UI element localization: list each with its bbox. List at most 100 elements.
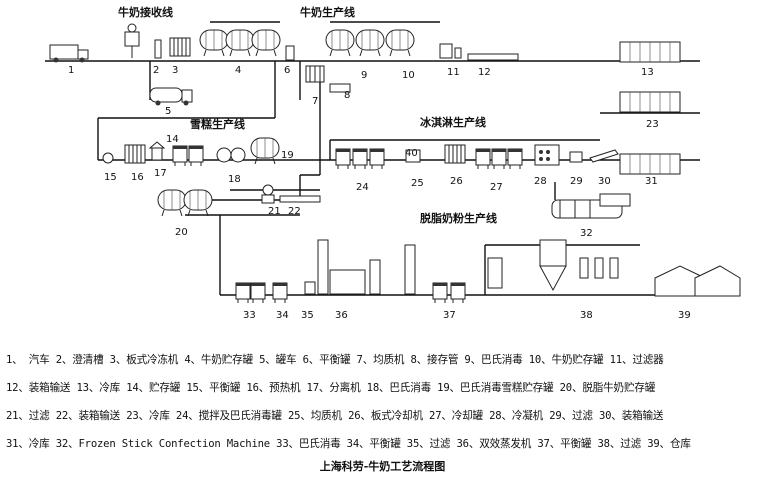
label-4: 4	[235, 65, 241, 76]
legend-line-3: 21、过滤 22、装箱输送 23、冷库 24、搅拌及巴氏消毒罐 25、均质机 2…	[6, 410, 664, 422]
packing-conveyor-icon	[467, 53, 519, 61]
label-33: 33	[243, 310, 256, 321]
balance-tank-icon	[450, 282, 466, 304]
section-title-ice-cream: 冰淇淋生产线	[420, 115, 486, 129]
label-16: 16	[131, 172, 144, 183]
cold-store-icon	[619, 91, 681, 113]
freezer-icon	[534, 144, 560, 166]
label-10: 10	[402, 70, 415, 81]
pasteurizer-vat-icon	[250, 282, 266, 304]
label-27: 27	[490, 182, 503, 193]
label-31: 31	[645, 176, 658, 187]
section-title-milk-reception: 牛奶接收线	[118, 5, 173, 19]
label-22: 22	[288, 206, 301, 217]
figure-caption: 上海科劳-牛奶工艺流程图	[319, 460, 446, 473]
separator-icon	[148, 141, 166, 161]
skim-milk-tank-icon	[157, 189, 187, 217]
label-36: 36	[335, 310, 348, 321]
balance-tank-icon	[285, 45, 295, 61]
cold-store-icon	[619, 153, 681, 175]
double-effect-evaporator-icon	[317, 239, 416, 295]
mixing-pasteurizing-tank-icon	[369, 148, 385, 170]
label-21: 21	[268, 206, 281, 217]
storage-vat-icon	[188, 145, 204, 167]
mixing-pasteurizing-tank-icon	[335, 148, 351, 170]
tanker-truck-icon	[149, 87, 193, 106]
frozen-stick-machine-icon	[551, 193, 631, 219]
pasteurizer-icon	[216, 147, 246, 163]
label-20: 20	[175, 227, 188, 238]
homogenizer-icon	[305, 65, 325, 83]
balance-tank-icon	[272, 282, 288, 304]
process-flow-diagram: 牛奶接收线 牛奶生产线 冰淇淋生产线 雪糕生产线 脱脂奶粉生产线	[45, 5, 741, 321]
label-29: 29	[570, 176, 583, 187]
legend-line-2: 12、装箱输送 13、冷库 14、贮存罐 15、平衡罐 16、预热机 17、分离…	[6, 382, 656, 394]
filter-icon	[579, 257, 619, 279]
filter-icon	[439, 43, 462, 59]
label-1: 1	[68, 65, 74, 76]
packing-conveyor-icon	[279, 195, 321, 203]
skim-milk-tank-icon	[183, 189, 213, 217]
label-18: 18	[228, 174, 241, 185]
homogenizer-icon	[405, 149, 421, 163]
milk-storage-tank-icon	[385, 29, 415, 57]
label-19: 19	[281, 150, 294, 161]
label-25: 25	[411, 178, 424, 189]
balance-tank-icon	[102, 152, 114, 164]
label-3: 3	[172, 65, 178, 76]
label-11: 11	[447, 67, 460, 78]
cooling-tank-icon	[475, 148, 491, 170]
warehouse-icon	[654, 265, 741, 297]
cooling-tank-icon	[491, 148, 507, 170]
plate-cooler-icon	[169, 37, 191, 57]
section-title-skim-powder: 脱脂奶粉生产线	[420, 211, 497, 225]
milk-truck-icon	[49, 44, 89, 63]
label-39: 39	[678, 310, 691, 321]
cooling-tank-icon	[507, 148, 523, 170]
storage-vat-icon	[172, 145, 188, 167]
label-8: 8	[344, 90, 350, 101]
section-title-milk-production: 牛奶生产线	[300, 5, 355, 19]
pasteurizer-vat-icon	[235, 282, 251, 304]
label-5: 5	[165, 106, 171, 117]
label-9: 9	[361, 70, 367, 81]
label-34: 34	[276, 310, 289, 321]
legend: 1、 汽车 2、澄清槽 3、板式冷冻机 4、牛奶贮存罐 5、罐车 6、平衡罐 7…	[6, 346, 761, 458]
milk-storage-tank-icon	[199, 29, 229, 57]
label-2: 2	[153, 65, 159, 76]
label-6: 6	[284, 65, 290, 76]
plate-cooler-icon	[444, 144, 466, 164]
label-28: 28	[534, 176, 547, 187]
legend-line-1: 1、 汽车 2、澄清槽 3、板式冷冻机 4、牛奶贮存罐 5、罐车 6、平衡罐 7…	[6, 354, 664, 366]
milk-storage-tank-icon	[251, 29, 281, 57]
holding-tube-icon	[329, 83, 351, 93]
spray-dryer-icon	[487, 239, 567, 292]
mixing-pasteurizing-tank-icon	[352, 148, 368, 170]
packing-conveyor-icon	[589, 149, 619, 163]
equipment-number-labels: 1 2 3 4 5 6 7 8 9 10 11 12 13 14 15 16 1…	[68, 65, 691, 321]
filter-icon	[569, 151, 583, 163]
milk-storage-tank-icon	[225, 29, 255, 57]
label-32: 32	[580, 228, 593, 239]
label-23: 23	[646, 119, 659, 130]
label-17: 17	[154, 168, 167, 179]
clarifier-tank-icon	[124, 23, 162, 59]
label-37: 37	[443, 310, 456, 321]
cold-store-icon	[619, 41, 681, 63]
label-14: 14	[166, 134, 179, 145]
label-13: 13	[641, 67, 654, 78]
label-35: 35	[301, 310, 314, 321]
label-7: 7	[312, 96, 318, 107]
balance-tank-icon	[432, 282, 448, 304]
label-40: 40	[405, 148, 418, 159]
pasteurizer-icon	[325, 29, 355, 57]
label-24: 24	[356, 182, 369, 193]
filter-icon	[261, 184, 275, 204]
label-30: 30	[598, 176, 611, 187]
milk-storage-tank-icon	[355, 29, 385, 57]
label-12: 12	[478, 67, 491, 78]
label-26: 26	[450, 176, 463, 187]
legend-line-4: 31、冷库 32、Frozen Stick Confection Machine…	[6, 438, 691, 450]
label-15: 15	[104, 172, 117, 183]
preheater-icon	[124, 144, 146, 164]
